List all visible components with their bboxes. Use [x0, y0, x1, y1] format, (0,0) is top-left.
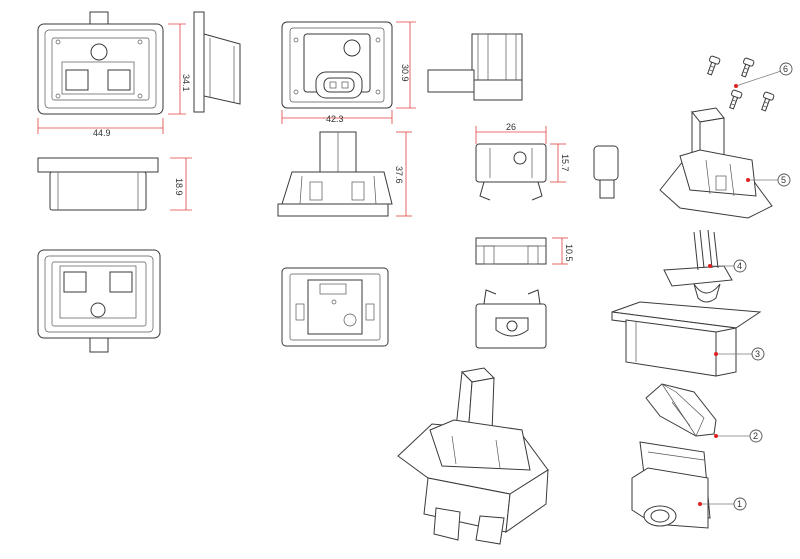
bracket-part [659, 107, 773, 219]
callout-3-label: 3 [755, 349, 760, 359]
callout-4-label: 4 [737, 261, 742, 271]
clip-part [645, 383, 717, 437]
clip-front-view: 26 15.7 [475, 122, 570, 201]
dim-mid-height: 30.9 [400, 64, 410, 82]
callout-6-label: 6 [783, 64, 788, 74]
assembled-view [397, 367, 549, 545]
callout-3: 3 [714, 347, 765, 361]
dim-front-width: 44.9 [93, 128, 111, 138]
dim-front-height: 34.1 [181, 74, 191, 92]
dim-side-height: 18.9 [174, 178, 184, 196]
callout-1: 1 [698, 497, 747, 511]
bracket-top-view [427, 33, 523, 101]
connector-top-view: 42.3 30.9 [281, 21, 416, 124]
callout-5-label: 5 [781, 175, 786, 185]
connector-rear-view [281, 267, 389, 347]
callout-1-label: 1 [737, 499, 742, 509]
connector-pins-part [663, 229, 733, 303]
rear-view [37, 249, 161, 353]
dim-mid-width: 42.3 [326, 114, 344, 124]
callout-6: 6 [734, 62, 793, 88]
housing-part [611, 301, 762, 377]
callout-2-label: 2 [753, 431, 758, 441]
screws-part [707, 55, 775, 112]
front-view: 44.9 34.1 [37, 11, 191, 138]
small-part-view: 10.5 [475, 237, 574, 265]
connector-side-view: 37.6 [277, 131, 412, 217]
clip-side-view [593, 145, 619, 199]
side-view-top [193, 11, 241, 113]
dim-clip-height: 15.7 [560, 154, 570, 172]
dim-mid-side-height: 37.6 [394, 166, 404, 184]
callout-5: 5 [746, 173, 791, 187]
dim-clip-width: 26 [506, 122, 516, 132]
dim-small-height: 10.5 [564, 244, 574, 262]
callout-2: 2 [714, 429, 763, 443]
clip-underside-view [475, 289, 547, 349]
side-view-bottom: 18.9 [37, 157, 192, 211]
callout-4: 4 [708, 259, 747, 273]
camera-body-part [631, 441, 711, 529]
